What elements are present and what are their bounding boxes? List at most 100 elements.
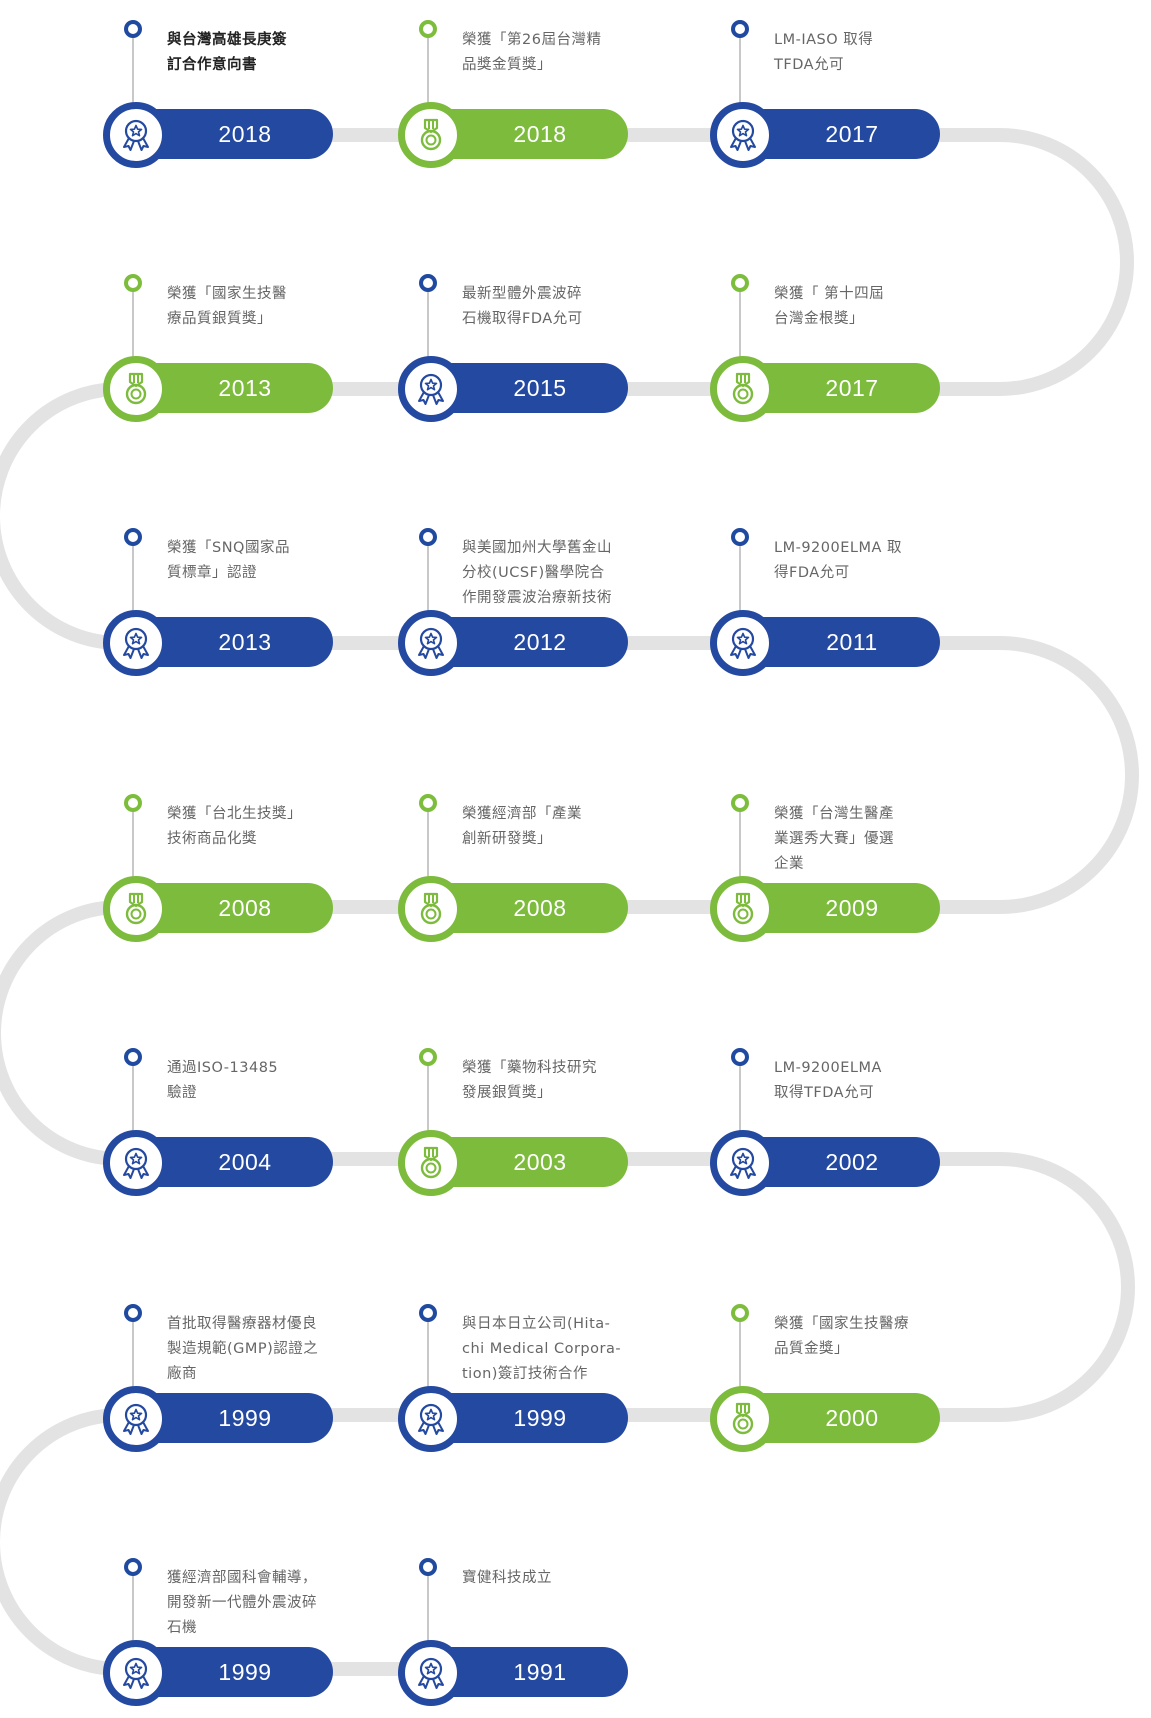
milestone-dot (124, 20, 142, 38)
milestone-dot (419, 274, 437, 292)
milestone-connector (132, 32, 134, 107)
milestone-2013: 榮獲「國家生技醫 療品質銀質獎」 2013 (103, 264, 333, 434)
milestone-year: 2017 (825, 374, 879, 401)
milestone-description: 榮獲「台北生技獎」 技術商品化獎 (167, 806, 302, 847)
milestone-2002: LM-9200ELMA 取得TFDA允可 2002 (710, 1038, 940, 1208)
rosette-star-icon (730, 627, 756, 659)
milestone-connector (427, 540, 429, 615)
track-segment (0, 1408, 627, 1676)
milestone-connector (132, 286, 134, 361)
track-segment (113, 636, 1139, 914)
milestone-2015: 最新型體外震波碎 石機取得FDA允可 2015 (398, 264, 628, 434)
milestone-connector (427, 1316, 429, 1391)
medal-icon (125, 372, 147, 405)
milestone-1991: 寶健科技成立 1991 (398, 1548, 628, 1718)
milestone-description: 寶健科技成立 (462, 1570, 552, 1586)
milestone-year: 2013 (218, 628, 272, 655)
milestone-2008: 榮獲經濟部「產業 創新研發獎」 2008 (398, 784, 628, 954)
milestone-dot (419, 794, 437, 812)
milestone-connector (132, 1060, 134, 1135)
milestone-2012: 與美國加州大學舊金山 分校(UCSF)醫學院合 作開發震波治療新技術 2012 (398, 518, 628, 688)
milestone-dot (731, 794, 749, 812)
milestone-dot (124, 528, 142, 546)
award-badge (398, 1640, 464, 1706)
award-badge (710, 1386, 776, 1452)
medal-icon (420, 892, 442, 925)
milestone-description: LM-IASO 取得 TFDA允可 (774, 32, 874, 73)
rosette-star-icon (123, 1403, 149, 1435)
milestone-year: 2018 (218, 120, 272, 147)
milestone-description: 榮獲「國家生技醫療 品質金獎」 (774, 1316, 909, 1357)
milestone-2017: 榮獲「 第十四屆 台灣金根獎」 2017 (710, 264, 940, 434)
milestone-2008: 榮獲「台北生技獎」 技術商品化獎 2008 (103, 784, 333, 954)
milestone-description: 與美國加州大學舊金山 分校(UCSF)醫學院合 作開發震波治療新技術 (462, 540, 612, 606)
milestone-dot (124, 794, 142, 812)
award-badge (710, 610, 776, 676)
award-badge (103, 356, 169, 422)
medal-icon (125, 892, 147, 925)
milestone-year: 1991 (513, 1658, 567, 1685)
milestone-connector (739, 1316, 741, 1391)
milestone-year: 2002 (825, 1148, 879, 1175)
milestone-description: 通過ISO-13485 驗證 (167, 1060, 279, 1101)
rosette-star-icon (123, 1657, 149, 1689)
milestone-description: 榮獲「SNQ國家品 質標章」認證 (167, 540, 290, 581)
milestone-year: 2013 (218, 374, 272, 401)
award-badge (710, 356, 776, 422)
milestone-year: 2000 (825, 1404, 879, 1431)
milestone-year: 2009 (825, 894, 879, 921)
milestone-year: 2012 (513, 628, 567, 655)
track-segment (113, 128, 1134, 396)
rosette-star-icon (123, 1147, 149, 1179)
milestone-connector (427, 32, 429, 107)
rosette-star-icon (730, 119, 756, 151)
milestone-dot (731, 1048, 749, 1066)
milestone-year: 1999 (513, 1404, 567, 1431)
milestone-description: 榮獲「國家生技醫 療品質銀質獎」 (167, 286, 287, 327)
milestone-dot (731, 528, 749, 546)
milestone-dot (731, 1304, 749, 1322)
milestone-2013: 榮獲「SNQ國家品 質標章」認證 2013 (103, 518, 333, 688)
milestone-dot (419, 20, 437, 38)
milestone-year: 2008 (513, 894, 567, 921)
milestone-connector (739, 32, 741, 107)
milestone-description: LM-9200ELMA 取得TFDA允可 (774, 1060, 882, 1101)
award-badge (103, 1640, 169, 1706)
year-label: 2013 (133, 617, 333, 667)
milestone-2003: 榮獲「藥物科技研究 發展銀質獎」 2003 (398, 1038, 628, 1208)
medal-icon (732, 372, 754, 405)
milestone-year: 1999 (218, 1404, 272, 1431)
rosette-star-icon (418, 373, 444, 405)
rosette-star-icon (123, 627, 149, 659)
milestone-year: 2017 (825, 120, 879, 147)
milestone-2018: 與台灣高雄長庚簽 訂合作意向書 2018 (103, 10, 333, 180)
milestone-description: 榮獲「藥物科技研究 發展銀質獎」 (462, 1060, 597, 1101)
milestone-dot (124, 1304, 142, 1322)
track-segment (0, 382, 1007, 650)
rosette-star-icon (418, 1657, 444, 1689)
milestone-2017: LM-IASO 取得 TFDA允可 2017 (710, 10, 940, 180)
milestone-connector (739, 1060, 741, 1135)
rosette-star-icon (418, 627, 444, 659)
rosette-star-icon (123, 119, 149, 151)
year-label: 2017 (740, 109, 940, 159)
milestone-connector (427, 806, 429, 881)
award-badge (398, 1130, 464, 1196)
milestone-connector (427, 1060, 429, 1135)
milestone-year: 2008 (218, 894, 272, 921)
milestone-dot (124, 274, 142, 292)
milestone-1999: 獲經濟部國科會輔導， 開發新一代體外震波碎 石機 1999 (103, 1548, 333, 1718)
milestone-dot (124, 1558, 142, 1576)
award-badge (710, 1130, 776, 1196)
award-badge (398, 1386, 464, 1452)
milestone-year: 2015 (513, 374, 567, 401)
year-label: 2015 (428, 363, 628, 413)
milestone-dot (419, 1558, 437, 1576)
milestone-year: 2004 (218, 1148, 272, 1175)
milestone-connector (427, 1570, 429, 1645)
milestone-dot (419, 1048, 437, 1066)
milestone-year: 2018 (513, 120, 567, 147)
milestone-year: 2011 (826, 628, 878, 655)
milestone-description: 與台灣高雄長庚簽 訂合作意向書 (167, 32, 287, 73)
